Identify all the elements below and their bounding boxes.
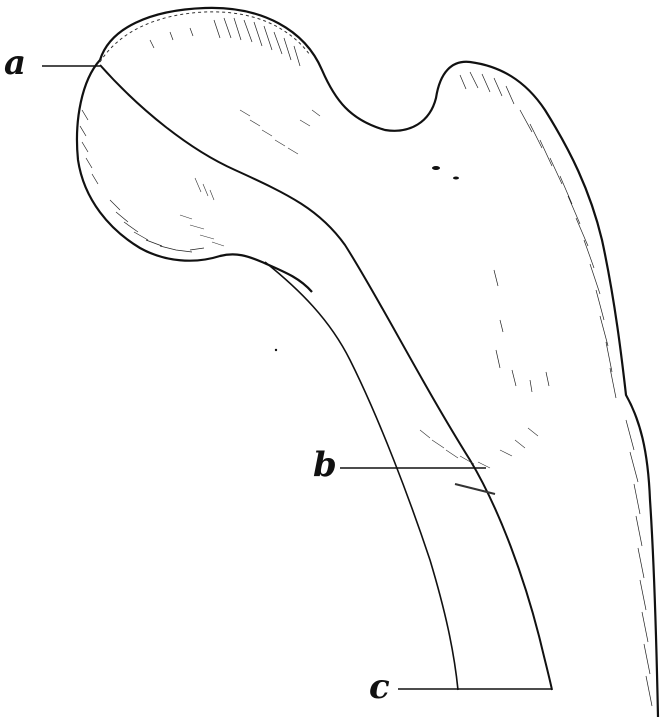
femur-outline xyxy=(100,8,658,717)
axis-line-inner xyxy=(265,262,458,690)
lesser-trochanter-hatching xyxy=(420,428,538,494)
head-hatching xyxy=(80,18,300,252)
axis-line-outer xyxy=(100,65,552,690)
shaft-hatching xyxy=(460,72,652,706)
label-a: a xyxy=(4,46,26,80)
head-lower-outline xyxy=(77,60,312,292)
label-c: c xyxy=(369,670,390,704)
head-cap-contour xyxy=(100,12,310,62)
surface-marks xyxy=(275,166,459,351)
label-b: b xyxy=(313,448,337,482)
